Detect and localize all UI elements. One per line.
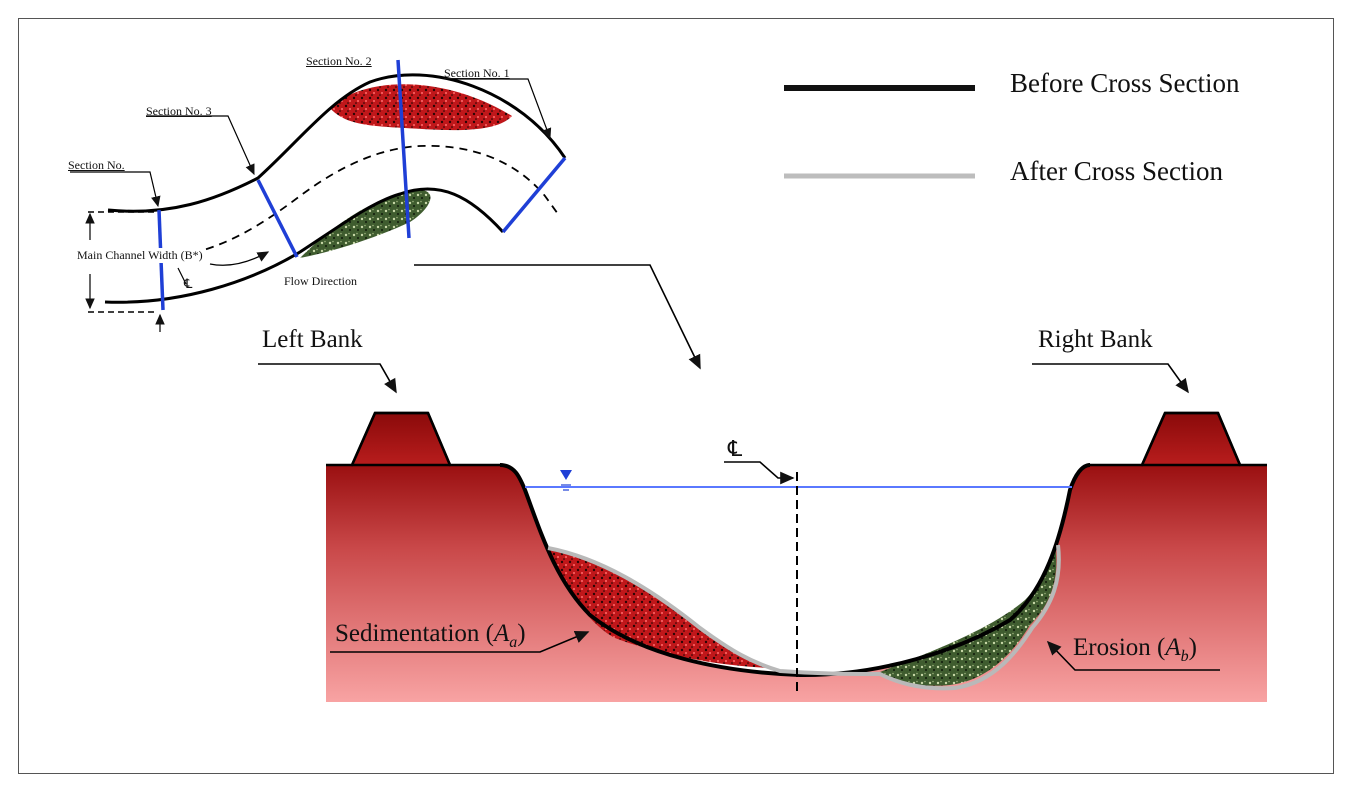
figure-frame [18,18,1334,774]
erosion-label: Erosion (Ab) [1073,634,1197,665]
erosion-area-symbol: A [1165,634,1181,661]
cross-section [258,363,1267,702]
erosion-area-sub: b [1180,648,1189,665]
sedimentation-label: Sedimentation (Aa) [335,620,526,651]
centerline-leader [177,267,187,285]
sedimentation-leader [330,631,590,653]
flow-direction-label: Flow Direction [284,274,357,288]
flow-arrow [209,251,270,266]
right-bank-label: Right Bank [1038,326,1153,353]
before-profile [499,463,1091,678]
right-bank-leader [1032,363,1189,394]
plan-to-section-leader [414,264,701,370]
plan-centerline-symbol: ℄ [184,276,193,291]
plan-sediment-deposit [330,84,512,131]
legend-after-label: After Cross Section [1010,156,1223,186]
section-line-3 [256,179,299,258]
plan-view [70,59,567,332]
section-line-2 [396,59,411,239]
section-centerline-symbol: ℄ [728,436,743,461]
plan-upper-bank [107,73,567,213]
right-ground-line [1090,411,1267,467]
sedimentation-area-symbol: A [494,620,510,647]
erosion-deposit [880,545,1057,686]
erosion-leader [1046,640,1220,671]
erosion-text: Erosion [1073,634,1151,661]
left-ground-line [326,411,500,467]
right-levee [1140,411,1242,467]
left-bank-label: Left Bank [262,326,363,353]
sedimentation-text: Sedimentation [335,620,480,647]
left-bank-leader [258,363,397,394]
left-levee [350,411,452,467]
section-2-label: Section No. 2 [306,54,372,68]
leader-section-4 [70,171,161,208]
plan-lower-bank [104,187,505,304]
centerline-label-leader [724,461,795,485]
sedimentation-area-sub: a [509,634,518,651]
section-line-1 [501,156,567,234]
leader-section-1 [446,78,552,140]
main-channel-width-label: Main Channel Width (B*) [77,248,203,263]
section-4-label: Section No. [68,158,125,172]
plan-erosion-deposit [300,189,431,258]
section-1-label: Section No. 1 [444,66,510,80]
leader-section-3 [146,115,255,176]
section-3-label: Section No. 3 [146,104,212,118]
sedimentation-deposit [550,550,770,668]
water-level-symbol [560,470,572,480]
plan-centerline [164,144,559,259]
legend-before-label: Before Cross Section [1010,68,1240,98]
after-profile [547,544,1061,691]
